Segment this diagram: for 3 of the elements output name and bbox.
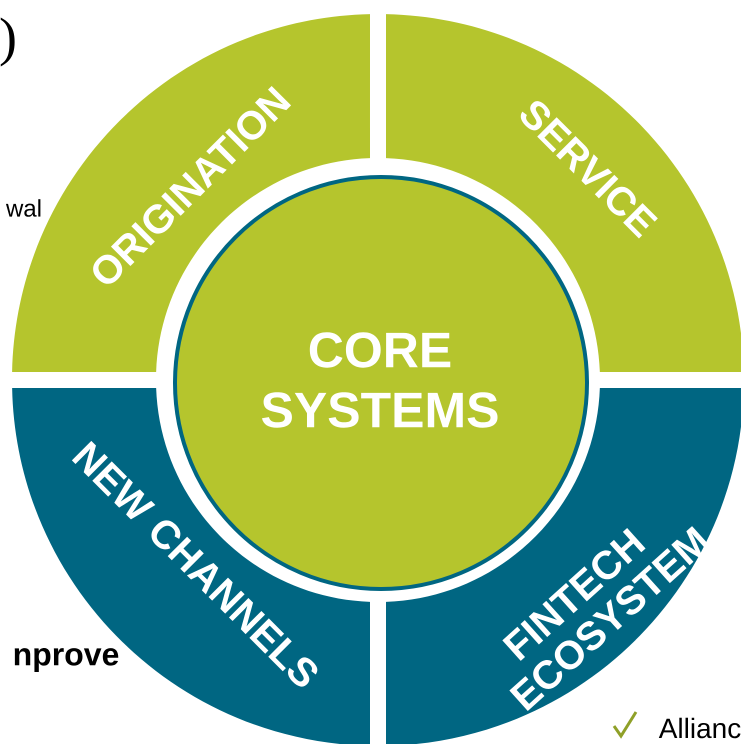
partial-text: nprove	[14, 648, 118, 672]
partial-text: Allianc	[658, 718, 740, 738]
paren-text: )	[0, 18, 15, 66]
